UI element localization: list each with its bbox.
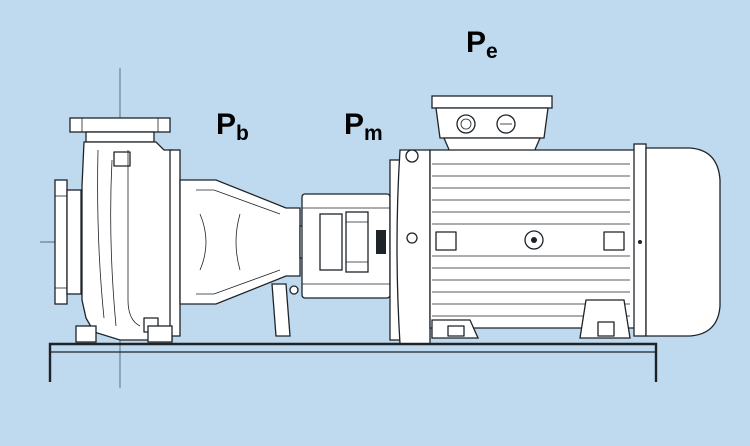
terminal-box — [435, 107, 549, 139]
volute-casing — [81, 141, 173, 341]
coupling-half-right — [345, 211, 369, 273]
casing-cover — [169, 149, 181, 337]
label-pe: Pe — [466, 26, 498, 63]
label-pb: Pb — [216, 108, 249, 145]
discharge-flange — [69, 117, 171, 133]
bearing-bracket — [179, 179, 301, 305]
label-pm-main: P — [344, 108, 365, 141]
motor-flange-bell — [396, 149, 431, 345]
fan-cover — [645, 147, 721, 337]
pump-foot-right — [147, 325, 173, 343]
label-pb-sub: b — [236, 122, 249, 145]
label-pe-main: P — [466, 26, 487, 59]
label-pb-main: P — [216, 108, 237, 141]
label-pe-sub: e — [486, 40, 498, 63]
terminal-gland-left — [456, 114, 476, 134]
suction-flange-outer — [54, 179, 68, 305]
motor-foot-left — [431, 319, 480, 339]
label-pm-sub: m — [364, 122, 383, 145]
motor-foot-right — [579, 299, 631, 339]
label-pm: Pm — [344, 108, 383, 145]
pump-foot-left — [75, 325, 97, 343]
suction-flange-inner — [66, 189, 82, 295]
base-plate — [48, 342, 658, 382]
bracket-support — [271, 283, 291, 337]
pump-assembly — [40, 68, 721, 388]
discharge-neck — [85, 131, 155, 143]
coupling-half-left — [319, 213, 343, 271]
terminal-box-lid — [431, 95, 553, 109]
